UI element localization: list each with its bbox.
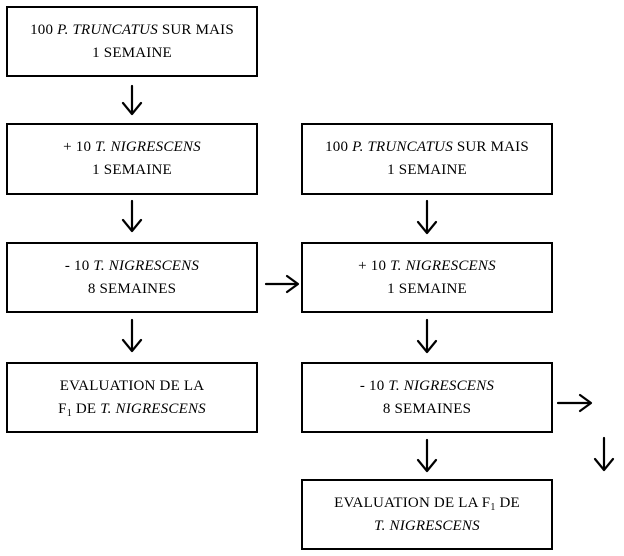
- right-box-remove-parasitoid-line2: 8 SEMAINES: [382, 400, 472, 417]
- right-box-start: 100 P. TRUNCATUS SUR MAIS 1 SEMAINE: [301, 123, 553, 195]
- arrow-down-right-2: [416, 318, 438, 354]
- right-box-add-parasitoid-line1: + 10 T. NIGRESCENS: [358, 257, 496, 274]
- arrow-down-left-2: [121, 199, 143, 233]
- left-box-start: 100 P. TRUNCATUS SUR MAIS 1 SEMAINE: [6, 6, 258, 77]
- left-box-remove-parasitoid-line1: - 10 T. NIGRESCENS: [64, 257, 200, 274]
- right-box-remove-parasitoid-line1: - 10 T. NIGRESCENS: [359, 377, 495, 394]
- left-box-add-parasitoid: + 10 T. NIGRESCENS 1 SEMAINE: [6, 123, 258, 195]
- arrow-right-left-to-right: [264, 274, 300, 294]
- left-box-start-line1: 100 P. TRUNCATUS SUR MAIS: [30, 21, 234, 38]
- arrow-down-right-3: [416, 438, 438, 473]
- right-box-start-line1: 100 P. TRUNCATUS SUR MAIS: [325, 139, 529, 155]
- arrow-down-left-1: [121, 84, 143, 116]
- left-box-evaluation-line1: EVALUATION DE LA: [59, 377, 205, 394]
- arrow-down-right-1: [416, 199, 438, 235]
- left-box-remove-parasitoid-line2: 8 SEMAINES: [87, 280, 177, 297]
- right-box-add-parasitoid: + 10 T. NIGRESCENS 1 SEMAINE: [301, 242, 553, 313]
- left-box-evaluation: EVALUATION DE LA F1 DE T. NIGRESCENS: [6, 362, 258, 433]
- left-box-add-parasitoid-line2: 1 SEMAINE: [92, 162, 172, 178]
- right-box-evaluation-line1: EVALUATION DE LA F1 DE: [334, 494, 520, 513]
- arrow-down-continuation: [593, 436, 615, 472]
- left-box-remove-parasitoid: - 10 T. NIGRESCENS 8 SEMAINES: [6, 242, 258, 313]
- left-box-add-parasitoid-line1: + 10 T. NIGRESCENS: [63, 139, 201, 155]
- left-box-evaluation-line2: F1 DE T. NIGRESCENS: [58, 400, 206, 419]
- left-box-start-line2: 1 SEMAINE: [92, 44, 172, 61]
- arrow-down-left-3: [121, 318, 143, 353]
- arrow-right-continuation: [556, 393, 593, 413]
- right-box-add-parasitoid-line2: 1 SEMAINE: [387, 280, 467, 297]
- right-box-start-line2: 1 SEMAINE: [387, 162, 467, 178]
- right-box-evaluation: EVALUATION DE LA F1 DE T. NIGRESCENS: [301, 479, 553, 550]
- right-box-evaluation-line2: T. NIGRESCENS: [374, 517, 480, 534]
- right-box-remove-parasitoid: - 10 T. NIGRESCENS 8 SEMAINES: [301, 362, 553, 433]
